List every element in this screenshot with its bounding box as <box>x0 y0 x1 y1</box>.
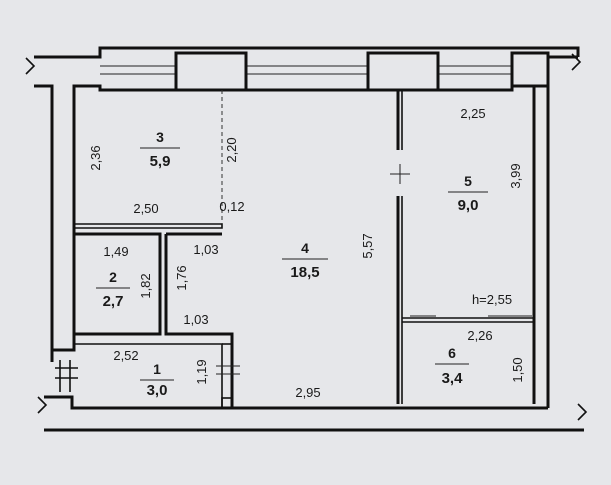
dim-295: 2,95 <box>295 385 320 400</box>
room-5-label: 5 9,0 <box>448 173 488 214</box>
dim-103-bottom: 1,03 <box>183 312 208 327</box>
dim-103-top: 1,03 <box>193 242 218 257</box>
ceiling-height: h=2,55 <box>472 292 512 307</box>
room-2-label: 2 2,7 <box>96 269 130 310</box>
dim-150: 1,50 <box>510 357 525 382</box>
svg-text:1: 1 <box>153 361 161 377</box>
outer-walls <box>25 46 588 432</box>
room-3-label: 3 5,9 <box>140 129 180 170</box>
dim-119: 1,19 <box>194 359 209 384</box>
dim-182: 1,82 <box>138 273 153 298</box>
svg-text:3: 3 <box>156 129 164 145</box>
dim-252: 2,52 <box>113 348 138 363</box>
dim-012: 0,12 <box>219 199 244 214</box>
window-room-3 <box>174 51 248 92</box>
dim-220: 2,20 <box>224 137 239 162</box>
svg-text:18,5: 18,5 <box>290 264 319 281</box>
room-6-label: 6 3,4 <box>435 345 469 387</box>
svg-text:9,0: 9,0 <box>458 197 479 214</box>
dim-250: 2,50 <box>133 201 158 216</box>
window-corner <box>510 51 550 88</box>
svg-text:3,0: 3,0 <box>147 382 168 399</box>
room-4-label: 4 18,5 <box>282 240 328 281</box>
interior-walls <box>74 90 535 409</box>
dimension-labels: 2,36 2,20 2,50 0,12 1,49 1,82 1,03 1,76 … <box>88 106 525 400</box>
dim-399: 3,99 <box>508 163 523 188</box>
window-room-5 <box>366 51 440 92</box>
svg-text:3,4: 3,4 <box>442 370 464 387</box>
svg-text:4: 4 <box>301 240 309 256</box>
room-1-label: 1 3,0 <box>140 361 174 399</box>
svg-text:2: 2 <box>109 269 117 285</box>
dim-149: 1,49 <box>103 244 128 259</box>
dim-225: 2,25 <box>460 106 485 121</box>
dim-176: 1,76 <box>174 265 189 290</box>
dim-226: 2,26 <box>467 328 492 343</box>
svg-text:2,7: 2,7 <box>103 293 124 310</box>
dim-557: 5,57 <box>360 233 375 258</box>
svg-text:6: 6 <box>448 345 456 361</box>
dim-236: 2,36 <box>88 145 103 170</box>
svg-text:5: 5 <box>464 173 472 189</box>
svg-text:5,9: 5,9 <box>150 153 171 170</box>
